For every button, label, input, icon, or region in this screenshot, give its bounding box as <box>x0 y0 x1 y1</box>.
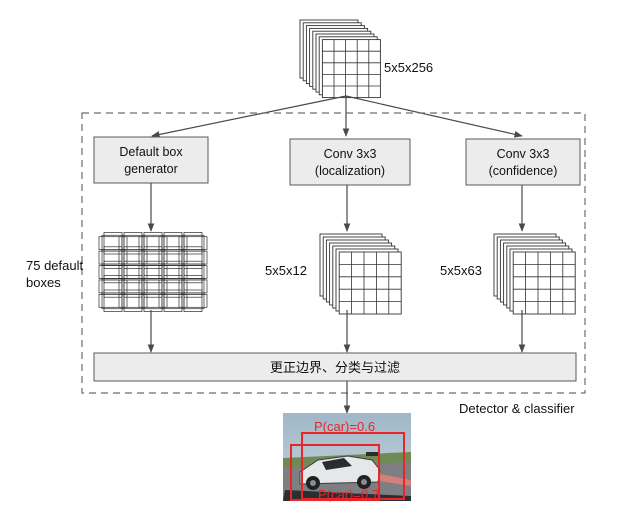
default-box <box>121 278 145 295</box>
default-box <box>118 265 148 279</box>
confidence-map-layer <box>512 251 576 315</box>
localization-map-layer <box>338 251 402 315</box>
localization-subtitle: (localization) <box>315 164 385 178</box>
default-box <box>118 250 148 265</box>
default-box <box>178 293 208 308</box>
refine-arrows <box>147 310 526 353</box>
default-box <box>98 250 128 265</box>
default-box <box>98 236 128 251</box>
default-box <box>183 260 203 284</box>
default-box <box>141 263 165 281</box>
default-box <box>178 265 208 279</box>
default-box <box>161 249 185 266</box>
default-box <box>138 265 168 279</box>
default-box <box>121 234 145 252</box>
conv-confidence-box: Conv 3x3 (confidence) <box>465 138 581 186</box>
default-box <box>121 292 145 310</box>
default-box <box>101 249 125 266</box>
default-box <box>158 250 188 265</box>
default-box <box>138 293 168 308</box>
refine-filter-box: 更正边界、分类与过滤 <box>93 352 577 382</box>
default-box <box>118 279 148 294</box>
default-box <box>158 293 188 308</box>
default-box <box>121 263 145 281</box>
default-box <box>101 292 125 310</box>
prediction-label-1: P(car)=0.6 <box>314 419 375 434</box>
default-box-subtitle: generator <box>124 162 178 176</box>
default-box <box>181 249 205 266</box>
confidence-output-label: 5x5x63 <box>440 263 482 278</box>
default-box <box>138 250 168 265</box>
default-box <box>158 279 188 294</box>
default-box <box>98 293 128 308</box>
default-box <box>158 236 188 251</box>
arrow-to-confidence <box>345 95 523 138</box>
confidence-output-map <box>493 233 576 315</box>
input-tensor-label: 5x5x256 <box>384 60 433 75</box>
localization-output-map <box>319 233 402 315</box>
default-box <box>101 234 125 252</box>
default-box <box>161 234 185 252</box>
input-feature-map <box>299 19 381 99</box>
default-box <box>161 278 185 295</box>
car-shape <box>299 452 381 490</box>
branch-arrows <box>147 183 526 232</box>
default-box <box>181 234 205 252</box>
default-box <box>101 278 125 295</box>
default-box <box>161 263 185 281</box>
default-box <box>181 292 205 310</box>
default-boxes-grid <box>98 232 208 312</box>
default-box <box>138 236 168 251</box>
default-box <box>141 249 165 266</box>
detector-region-label: Detector & classifier <box>459 401 575 416</box>
default-box <box>98 265 128 279</box>
default-box <box>161 292 185 310</box>
default-box <box>183 275 203 298</box>
default-box <box>183 232 203 255</box>
default-box <box>138 279 168 294</box>
default-boxes-label-line2: boxes <box>26 275 61 290</box>
localization-output-label: 5x5x12 <box>265 263 307 278</box>
default-box <box>121 249 145 266</box>
default-box <box>141 234 165 252</box>
conv-localization-box: Conv 3x3 (localization) <box>289 138 411 186</box>
localization-title: Conv 3x3 <box>324 147 377 161</box>
default-box <box>141 278 165 295</box>
default-box <box>183 289 203 312</box>
detector-region <box>81 112 586 394</box>
input-map-layer <box>321 39 381 99</box>
result-image: P(car)=0.6 P(car)=0.7 <box>283 413 411 502</box>
default-boxes-label-line1: 75 default <box>26 258 83 273</box>
default-box <box>118 236 148 251</box>
prediction-label-2: P(car)=0.7 <box>318 487 379 502</box>
default-box <box>98 279 128 294</box>
default-box <box>183 246 203 269</box>
default-box-title: Default box <box>119 145 183 159</box>
refine-box-label: 更正边界、分类与过滤 <box>270 361 400 376</box>
default-box <box>101 263 125 281</box>
default-box <box>178 279 208 294</box>
arrow-to-default-box <box>151 95 347 138</box>
confidence-subtitle: (confidence) <box>489 164 558 178</box>
input-arrows <box>151 95 523 138</box>
default-box <box>141 292 165 310</box>
confidence-title: Conv 3x3 <box>497 147 550 161</box>
default-box <box>118 293 148 308</box>
default-box <box>181 278 205 295</box>
default-box-generator: Default box generator <box>93 136 209 184</box>
default-box <box>181 263 205 281</box>
prediction-box-2 <box>290 444 380 501</box>
default-box <box>178 236 208 251</box>
default-box <box>158 265 188 279</box>
default-box <box>178 250 208 265</box>
